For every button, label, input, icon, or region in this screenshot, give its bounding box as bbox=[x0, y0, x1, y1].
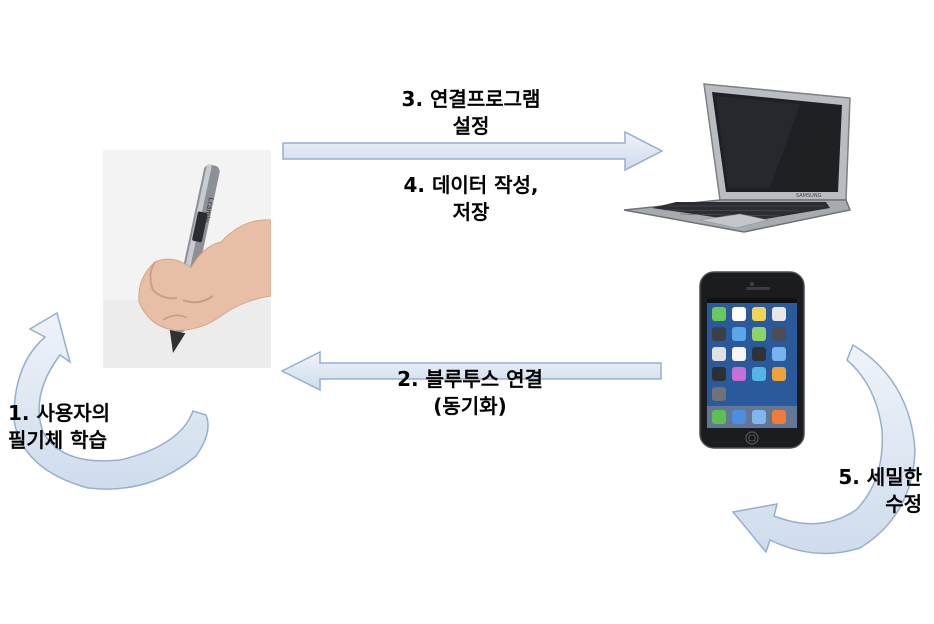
laptop-brand-text: SAMSUNG bbox=[796, 193, 822, 199]
arrow-right-to-laptop bbox=[282, 130, 664, 172]
cycle-arrow-step5 bbox=[731, 343, 916, 555]
step1-line1: 1. 사용자의 bbox=[8, 401, 111, 425]
laptop-photo: SAMSUNG bbox=[623, 83, 852, 233]
step5-label: 5. 세밀한 수정 bbox=[780, 464, 922, 518]
step2-line1: 2. 블루투스 연결 bbox=[397, 367, 543, 391]
smart-pen-photo: Lcamlo bbox=[103, 150, 271, 368]
step4-line1: 4. 데이터 작성, bbox=[403, 173, 539, 197]
step4-line2: 저장 bbox=[452, 200, 490, 224]
step3-line2: 설정 bbox=[452, 114, 490, 138]
step4-label: 4. 데이터 작성, 저장 bbox=[360, 172, 582, 226]
cycle-arrow-step1 bbox=[13, 311, 209, 490]
step2-line2: (동기화) bbox=[433, 394, 507, 418]
step1-label: 1. 사용자의 필기체 학습 bbox=[8, 400, 110, 454]
arrow-left-to-pen bbox=[280, 350, 662, 392]
step2-label: 2. 블루투스 연결 (동기화) bbox=[355, 366, 585, 420]
step1-line2: 필기체 학습 bbox=[8, 428, 107, 452]
smartphone-photo bbox=[699, 271, 805, 449]
step5-line2: 수정 bbox=[885, 492, 922, 516]
step5-line1: 5. 세밀한 bbox=[838, 465, 922, 489]
step3-line1: 3. 연결프로그램 bbox=[401, 87, 541, 111]
step3-label: 3. 연결프로그램 설정 bbox=[360, 86, 582, 140]
